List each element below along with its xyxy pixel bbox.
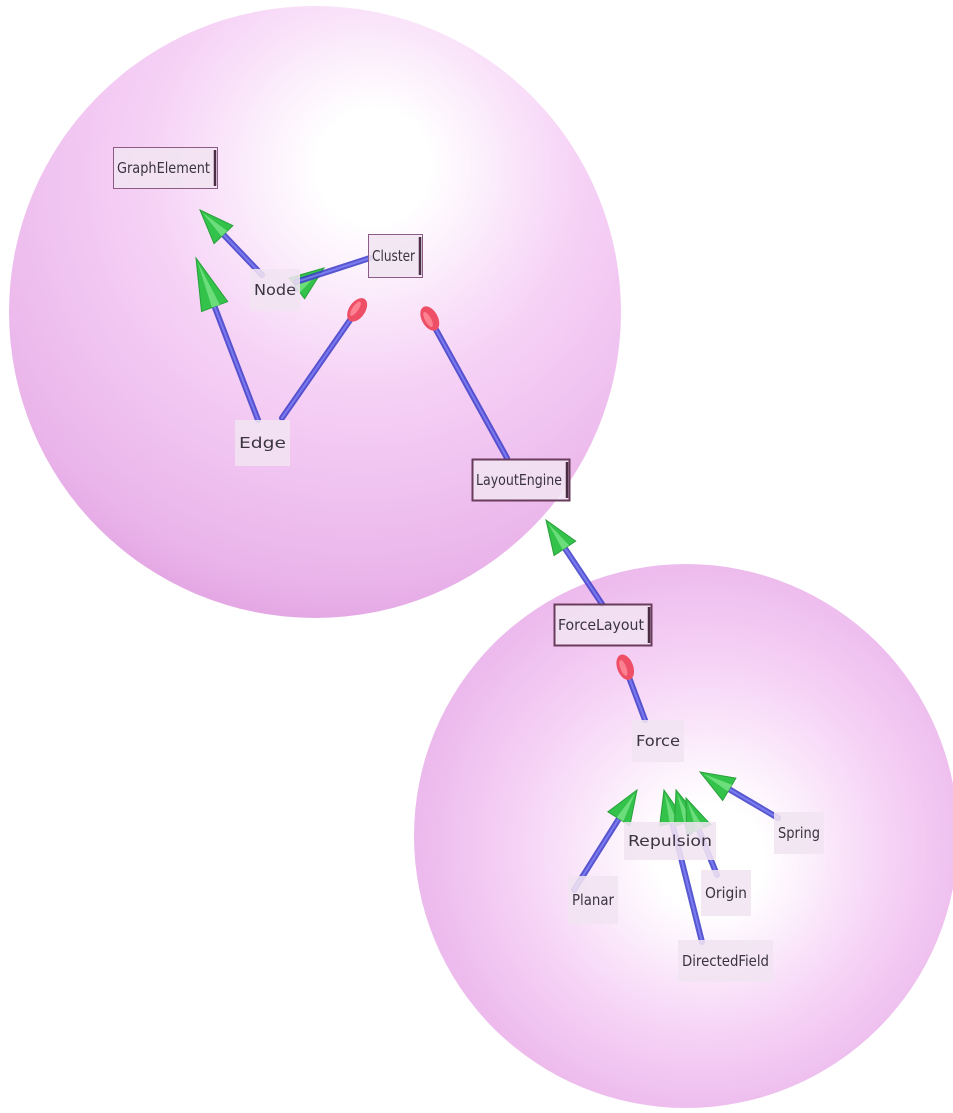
- edge-edge-to-cluster[interactable]: [279, 294, 371, 421]
- node-force-layout[interactable]: ForceLayout: [553, 603, 653, 647]
- node-layout-engine-border: [471, 458, 571, 502]
- node-node-label: Node: [254, 281, 296, 299]
- edge-layout-engine-to-cluster[interactable]: [416, 303, 510, 461]
- node-force[interactable]: Force: [632, 720, 684, 762]
- graph-cluster-sphere: [9, 6, 621, 618]
- node-layout-engine-background: [472, 459, 570, 501]
- node-node[interactable]: Node: [250, 269, 300, 311]
- node-cluster-border: [368, 234, 423, 278]
- node-edge-background: [235, 420, 290, 466]
- node-force-layout-background: [554, 604, 652, 646]
- node-directed-field-background: [678, 940, 773, 982]
- node-planar[interactable]: Planar: [568, 876, 618, 924]
- node-spring-label: Spring: [778, 824, 820, 842]
- node-repulsion[interactable]: Repulsion: [624, 822, 716, 860]
- node-edge[interactable]: Edge: [235, 420, 290, 466]
- edge-force-to-force-layout[interactable]: [613, 652, 648, 723]
- node-spring[interactable]: Spring: [774, 812, 824, 854]
- node-origin-label: Origin: [705, 884, 747, 902]
- node-origin-background: [701, 870, 751, 916]
- node-edge-label: Edge: [239, 434, 286, 452]
- node-directed-field-label: DirectedField: [682, 952, 769, 970]
- node-force-label: Force: [636, 732, 680, 750]
- edge-spring-to-force[interactable]: [698, 771, 781, 821]
- node-layout-engine[interactable]: LayoutEngine: [471, 458, 571, 502]
- node-cluster-background: [368, 234, 423, 278]
- node-force-layout-border: [553, 603, 653, 647]
- node-graph-element[interactable]: GraphElement: [113, 147, 218, 189]
- node-directed-field[interactable]: DirectedField: [678, 940, 773, 982]
- node-cluster[interactable]: Cluster: [368, 234, 423, 278]
- node-origin[interactable]: Origin: [701, 870, 751, 916]
- edge-node-to-graph-element[interactable]: [199, 208, 265, 278]
- edge-cluster-to-node[interactable]: [293, 255, 373, 285]
- node-graph-element-label: GraphElement: [117, 159, 210, 177]
- node-graph-element-background: [113, 147, 218, 189]
- node-force-background: [632, 720, 684, 762]
- node-repulsion-background: [624, 822, 716, 860]
- node-cluster-label: Cluster: [372, 247, 415, 265]
- node-force-layout-label: ForceLayout: [558, 616, 644, 634]
- node-layout-engine-label: LayoutEngine: [476, 471, 562, 489]
- node-spring-background: [774, 812, 824, 854]
- node-repulsion-label: Repulsion: [628, 832, 712, 850]
- node-planar-background: [568, 876, 618, 924]
- node-node-background: [250, 269, 300, 311]
- edge-edge-to-graph-element[interactable]: [195, 256, 261, 423]
- edge-force-layout-to-layout-engine[interactable]: [545, 518, 605, 607]
- node-graph-element-border: [113, 147, 218, 189]
- inheritance-arrowhead: [195, 256, 229, 313]
- node-planar-label: Planar: [572, 891, 614, 909]
